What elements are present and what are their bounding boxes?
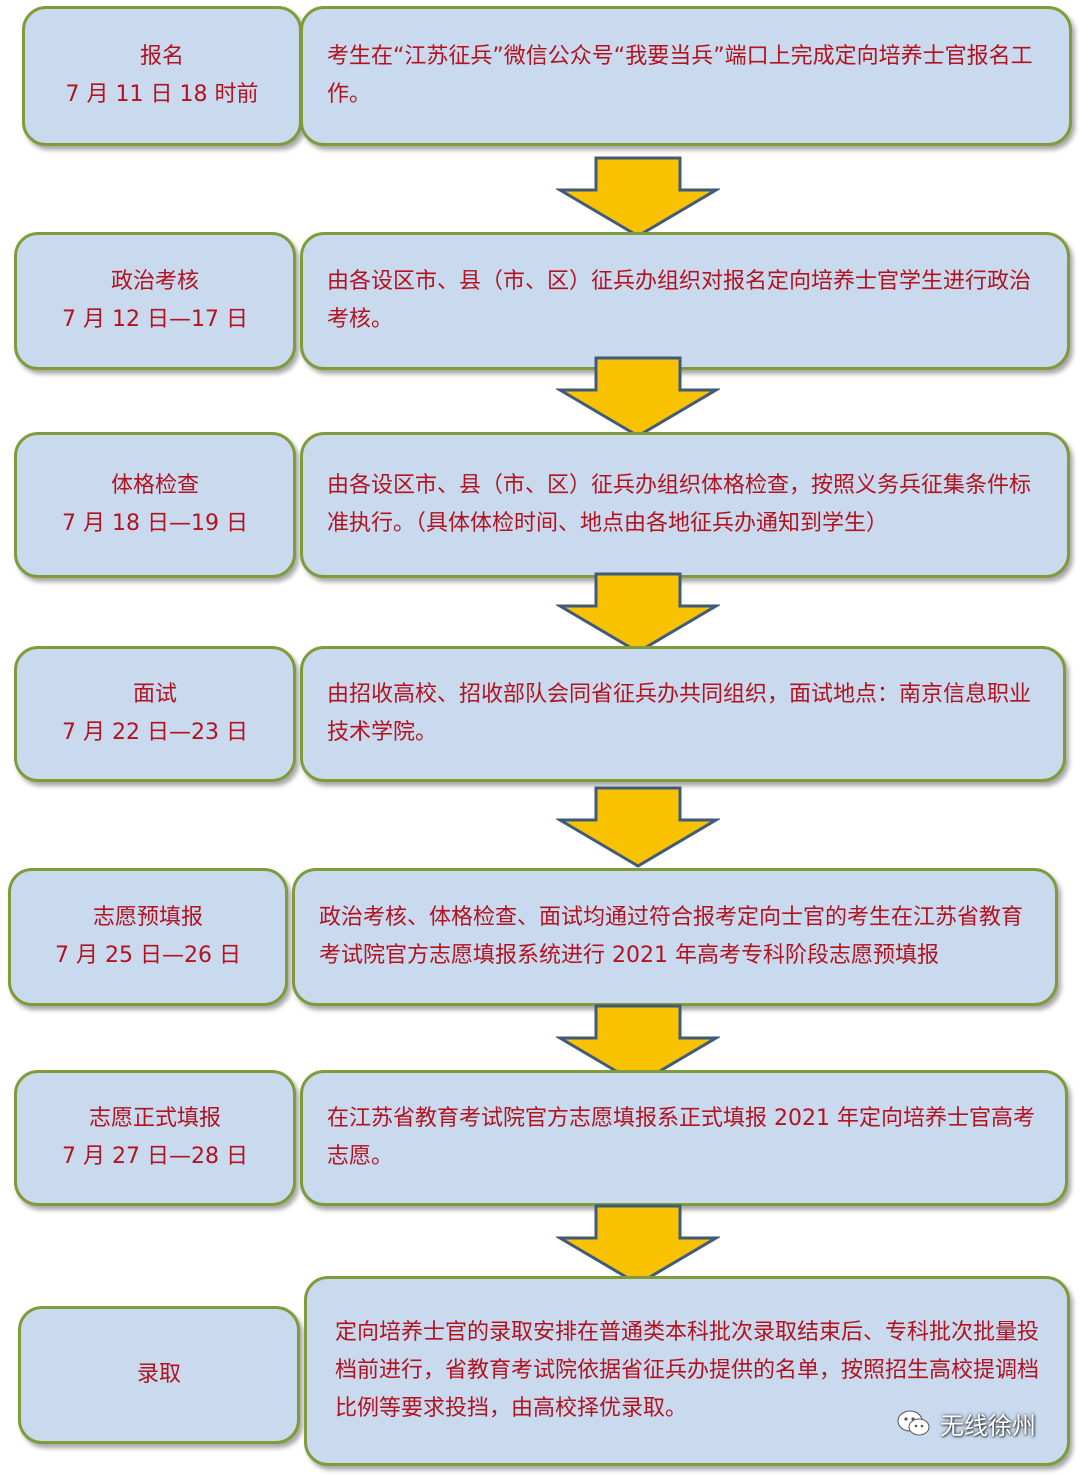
- stage-box-4: 面试 7 月 22 日—23 日: [14, 646, 296, 782]
- stage-date: 7 月 22 日—23 日: [62, 720, 248, 745]
- detail-box-1: 考生在“江苏征兵”微信公众号“我要当兵”端口上完成定向培养士官报名工作。: [300, 6, 1072, 146]
- stage-date: 7 月 18 日—19 日: [62, 511, 248, 536]
- stage-box-6: 志愿正式填报 7 月 27 日—28 日: [14, 1070, 296, 1206]
- stage-date: 7 月 25 日—26 日: [55, 943, 241, 968]
- detail-text: 考生在“江苏征兵”微信公众号“我要当兵”端口上完成定向培养士官报名工作。: [327, 44, 1033, 107]
- detail-box-5: 政治考核、体格检查、面试均通过符合报考定向士官的考生在江苏省教育考试院官方志愿填…: [292, 868, 1058, 1006]
- detail-text: 由各设区市、县（市、区）征兵办组织对报名定向培养士官学生进行政治考核。: [327, 269, 1032, 332]
- detail-box-7: 定向培养士官的录取安排在普通类本科批次录取结束后、专科批次批量投档前进行，省教育…: [304, 1276, 1070, 1466]
- stage-box-7: 录取: [18, 1306, 300, 1444]
- down-arrow-icon: [556, 1204, 720, 1286]
- detail-box-4: 由招收高校、招收部队会同省征兵办共同组织，面试地点：南京信息职业技术学院。: [300, 646, 1066, 782]
- down-arrow-icon: [556, 572, 720, 654]
- stage-title: 面试: [132, 682, 177, 707]
- stage-date: 7 月 12 日—17 日: [62, 307, 248, 332]
- stage-title: 报名: [139, 44, 184, 69]
- stage-title: 体格检查: [110, 473, 199, 498]
- stage-title: 志愿正式填报: [88, 1106, 221, 1131]
- stage-date: 7 月 11 日 18 时前: [65, 82, 259, 107]
- down-arrow-icon: [556, 356, 720, 438]
- watermark: 无线徐州: [896, 1406, 1036, 1441]
- stage-title: 志愿预填报: [92, 905, 203, 930]
- down-arrow-icon: [556, 1004, 720, 1086]
- stage-box-1: 报名 7 月 11 日 18 时前: [22, 6, 302, 146]
- stage-box-2: 政治考核 7 月 12 日—17 日: [14, 232, 296, 370]
- detail-text: 定向培养士官的录取安排在普通类本科批次录取结束后、专科批次批量投档前进行，省教育…: [335, 1320, 1040, 1421]
- detail-box-6: 在江苏省教育考试院官方志愿填报系正式填报 2021 年定向培养士官高考志愿。: [300, 1070, 1068, 1206]
- stage-title: 录取: [136, 1362, 181, 1387]
- stage-title: 政治考核: [110, 269, 199, 294]
- down-arrow-icon: [556, 156, 720, 238]
- detail-box-2: 由各设区市、县（市、区）征兵办组织对报名定向培养士官学生进行政治考核。: [300, 232, 1070, 370]
- detail-box-3: 由各设区市、县（市、区）征兵办组织体格检查，按照义务兵征集条件标准执行。（具体体…: [300, 432, 1070, 578]
- detail-text: 由招收高校、招收部队会同省征兵办共同组织，面试地点：南京信息职业技术学院。: [327, 682, 1032, 745]
- detail-text: 由各设区市、县（市、区）征兵办组织体格检查，按照义务兵征集条件标准执行。（具体体…: [327, 473, 1032, 536]
- stage-box-3: 体格检查 7 月 18 日—19 日: [14, 432, 296, 578]
- detail-text: 政治考核、体格检查、面试均通过符合报考定向士官的考生在江苏省教育考试院官方志愿填…: [319, 905, 1024, 968]
- stage-box-5: 志愿预填报 7 月 25 日—26 日: [8, 868, 288, 1006]
- down-arrow-icon: [556, 786, 720, 868]
- stage-date: 7 月 27 日—28 日: [62, 1144, 248, 1169]
- detail-text: 在江苏省教育考试院官方志愿填报系正式填报 2021 年定向培养士官高考志愿。: [327, 1106, 1035, 1169]
- watermark-text: 无线徐州: [940, 1412, 1036, 1440]
- wechat-icon: [897, 1410, 930, 1435]
